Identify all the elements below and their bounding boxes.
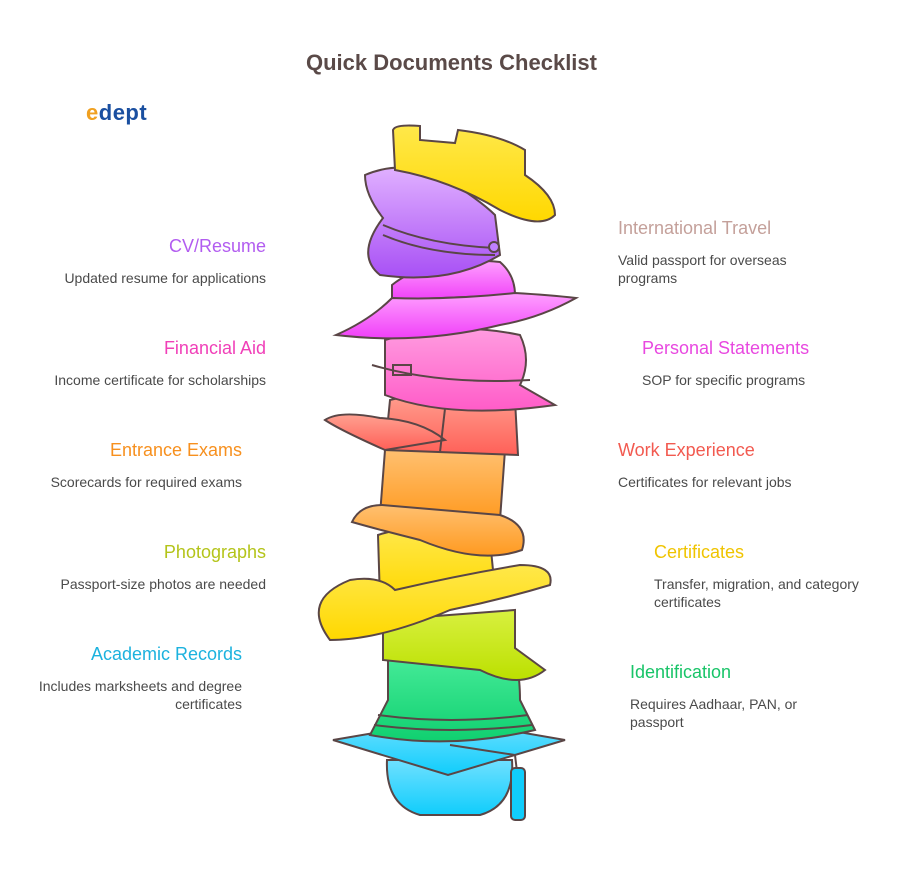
logo: edept	[86, 100, 148, 125]
page-title: Quick Documents Checklist	[306, 50, 597, 75]
safari-hat-icon	[371, 327, 559, 412]
visor-hat-icon	[391, 124, 557, 223]
cap-icon	[382, 608, 547, 681]
